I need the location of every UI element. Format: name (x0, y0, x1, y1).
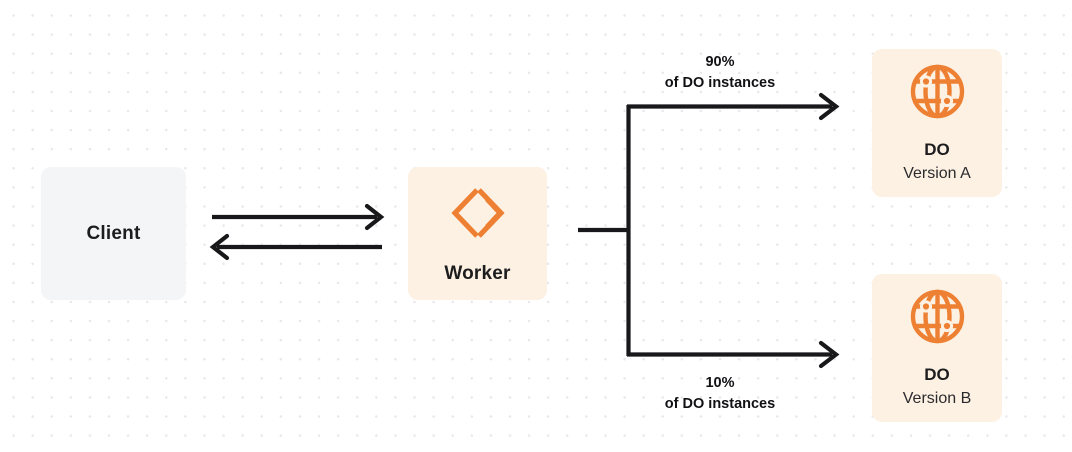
node-do-b-version: Version B (902, 390, 972, 408)
edge-label-do-b: 10% of DO instances (627, 373, 813, 414)
node-do-a-version: Version A (903, 165, 971, 183)
cloudflare-workers-icon (447, 186, 509, 245)
arrow-branch-to-do-b (627, 340, 840, 369)
arrow-client-to-worker (212, 203, 385, 231)
node-do-version-b[interactable]: DO Version B (872, 274, 1002, 422)
globe-icon (909, 63, 966, 125)
node-do-a-label: DO (924, 140, 950, 160)
edge-label-do-a-percent: 90% (705, 54, 735, 70)
node-do-version-a[interactable]: DO Version A (872, 49, 1002, 197)
node-do-b-label: DO (924, 365, 950, 385)
arrow-worker-to-branch (578, 105, 631, 356)
edge-label-do-b-subtext: of DO instances (664, 395, 776, 412)
node-worker[interactable]: Worker (408, 167, 547, 300)
arrow-worker-to-client (209, 233, 382, 261)
arrow-branch-to-do-a (627, 92, 840, 121)
globe-icon (909, 288, 966, 350)
node-client[interactable]: Client (41, 167, 186, 300)
edge-label-do-a-subtext: of DO instances (664, 74, 776, 91)
node-worker-label: Worker (444, 263, 511, 284)
edge-label-do-b-percent: 10% (705, 375, 735, 391)
edge-label-do-a: 90% of DO instances (627, 52, 813, 93)
node-client-label: Client (86, 222, 141, 244)
